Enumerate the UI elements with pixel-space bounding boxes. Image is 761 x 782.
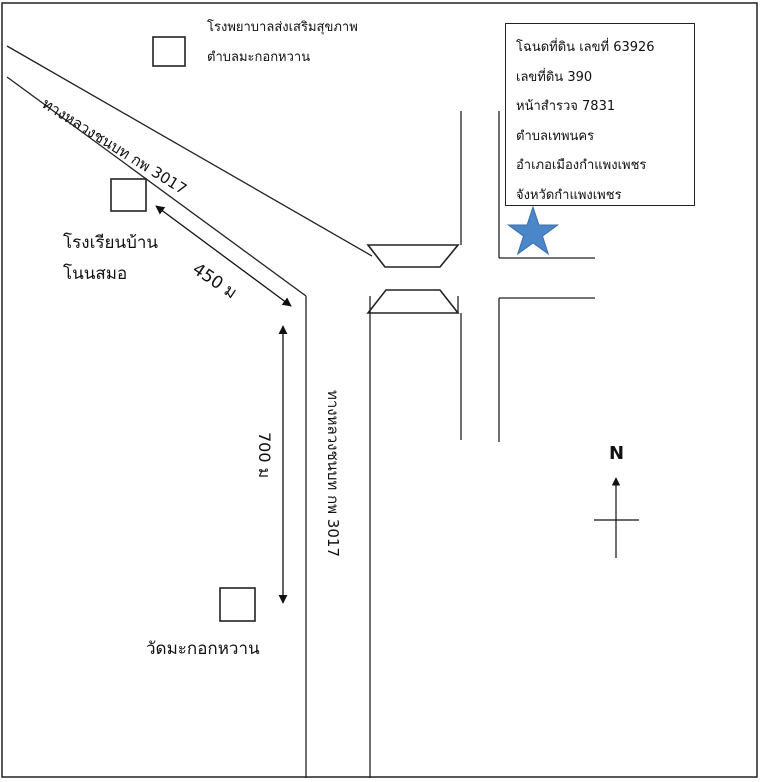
- property-location-star-icon: [506, 205, 560, 256]
- subdistrict: ตำบลเทพนคร: [516, 128, 595, 144]
- temple-marker: [219, 587, 256, 622]
- bridge-lower: [366, 289, 460, 314]
- compass-north-label: N: [609, 443, 625, 464]
- distance-label-vertical: 700 ม: [255, 432, 274, 479]
- vertical-road-label: ทางหลวงชนบท กพ 3017: [324, 390, 342, 557]
- land-deed-info-box: โฉนดที่ดิน เลขที่ 63926 เลขที่ดิน 390 หน…: [505, 23, 695, 206]
- school-label-line2: โนนสมอ: [63, 264, 128, 284]
- hospital-marker: [152, 36, 186, 67]
- temple-label: วัดมะกอกหวาน: [146, 639, 260, 659]
- deed-number: โฉนดที่ดิน เลขที่ 63926: [516, 40, 655, 55]
- land-number: เลขที่ดิน 390: [516, 69, 593, 85]
- province: จังหวัดกำแพงเพชร: [516, 187, 622, 203]
- hospital-label-line2: ตำบลมะกอกหวาน: [207, 50, 311, 65]
- district: อำเภอเมืองกำแพงเพชร: [516, 158, 647, 173]
- distance-arrow-diagonal: [155, 205, 292, 307]
- diagonal-road-edge-upper: [6, 45, 373, 257]
- survey-page: หน้าสำรวจ 7831: [516, 99, 616, 114]
- school-label-line1: โรงเรียนบ้าน: [63, 233, 159, 253]
- bridge-upper: [366, 244, 460, 268]
- hospital-label-line1: โรงพยาบาลส่งเสริมสุขภาพ: [207, 20, 358, 35]
- school-marker: [110, 178, 147, 212]
